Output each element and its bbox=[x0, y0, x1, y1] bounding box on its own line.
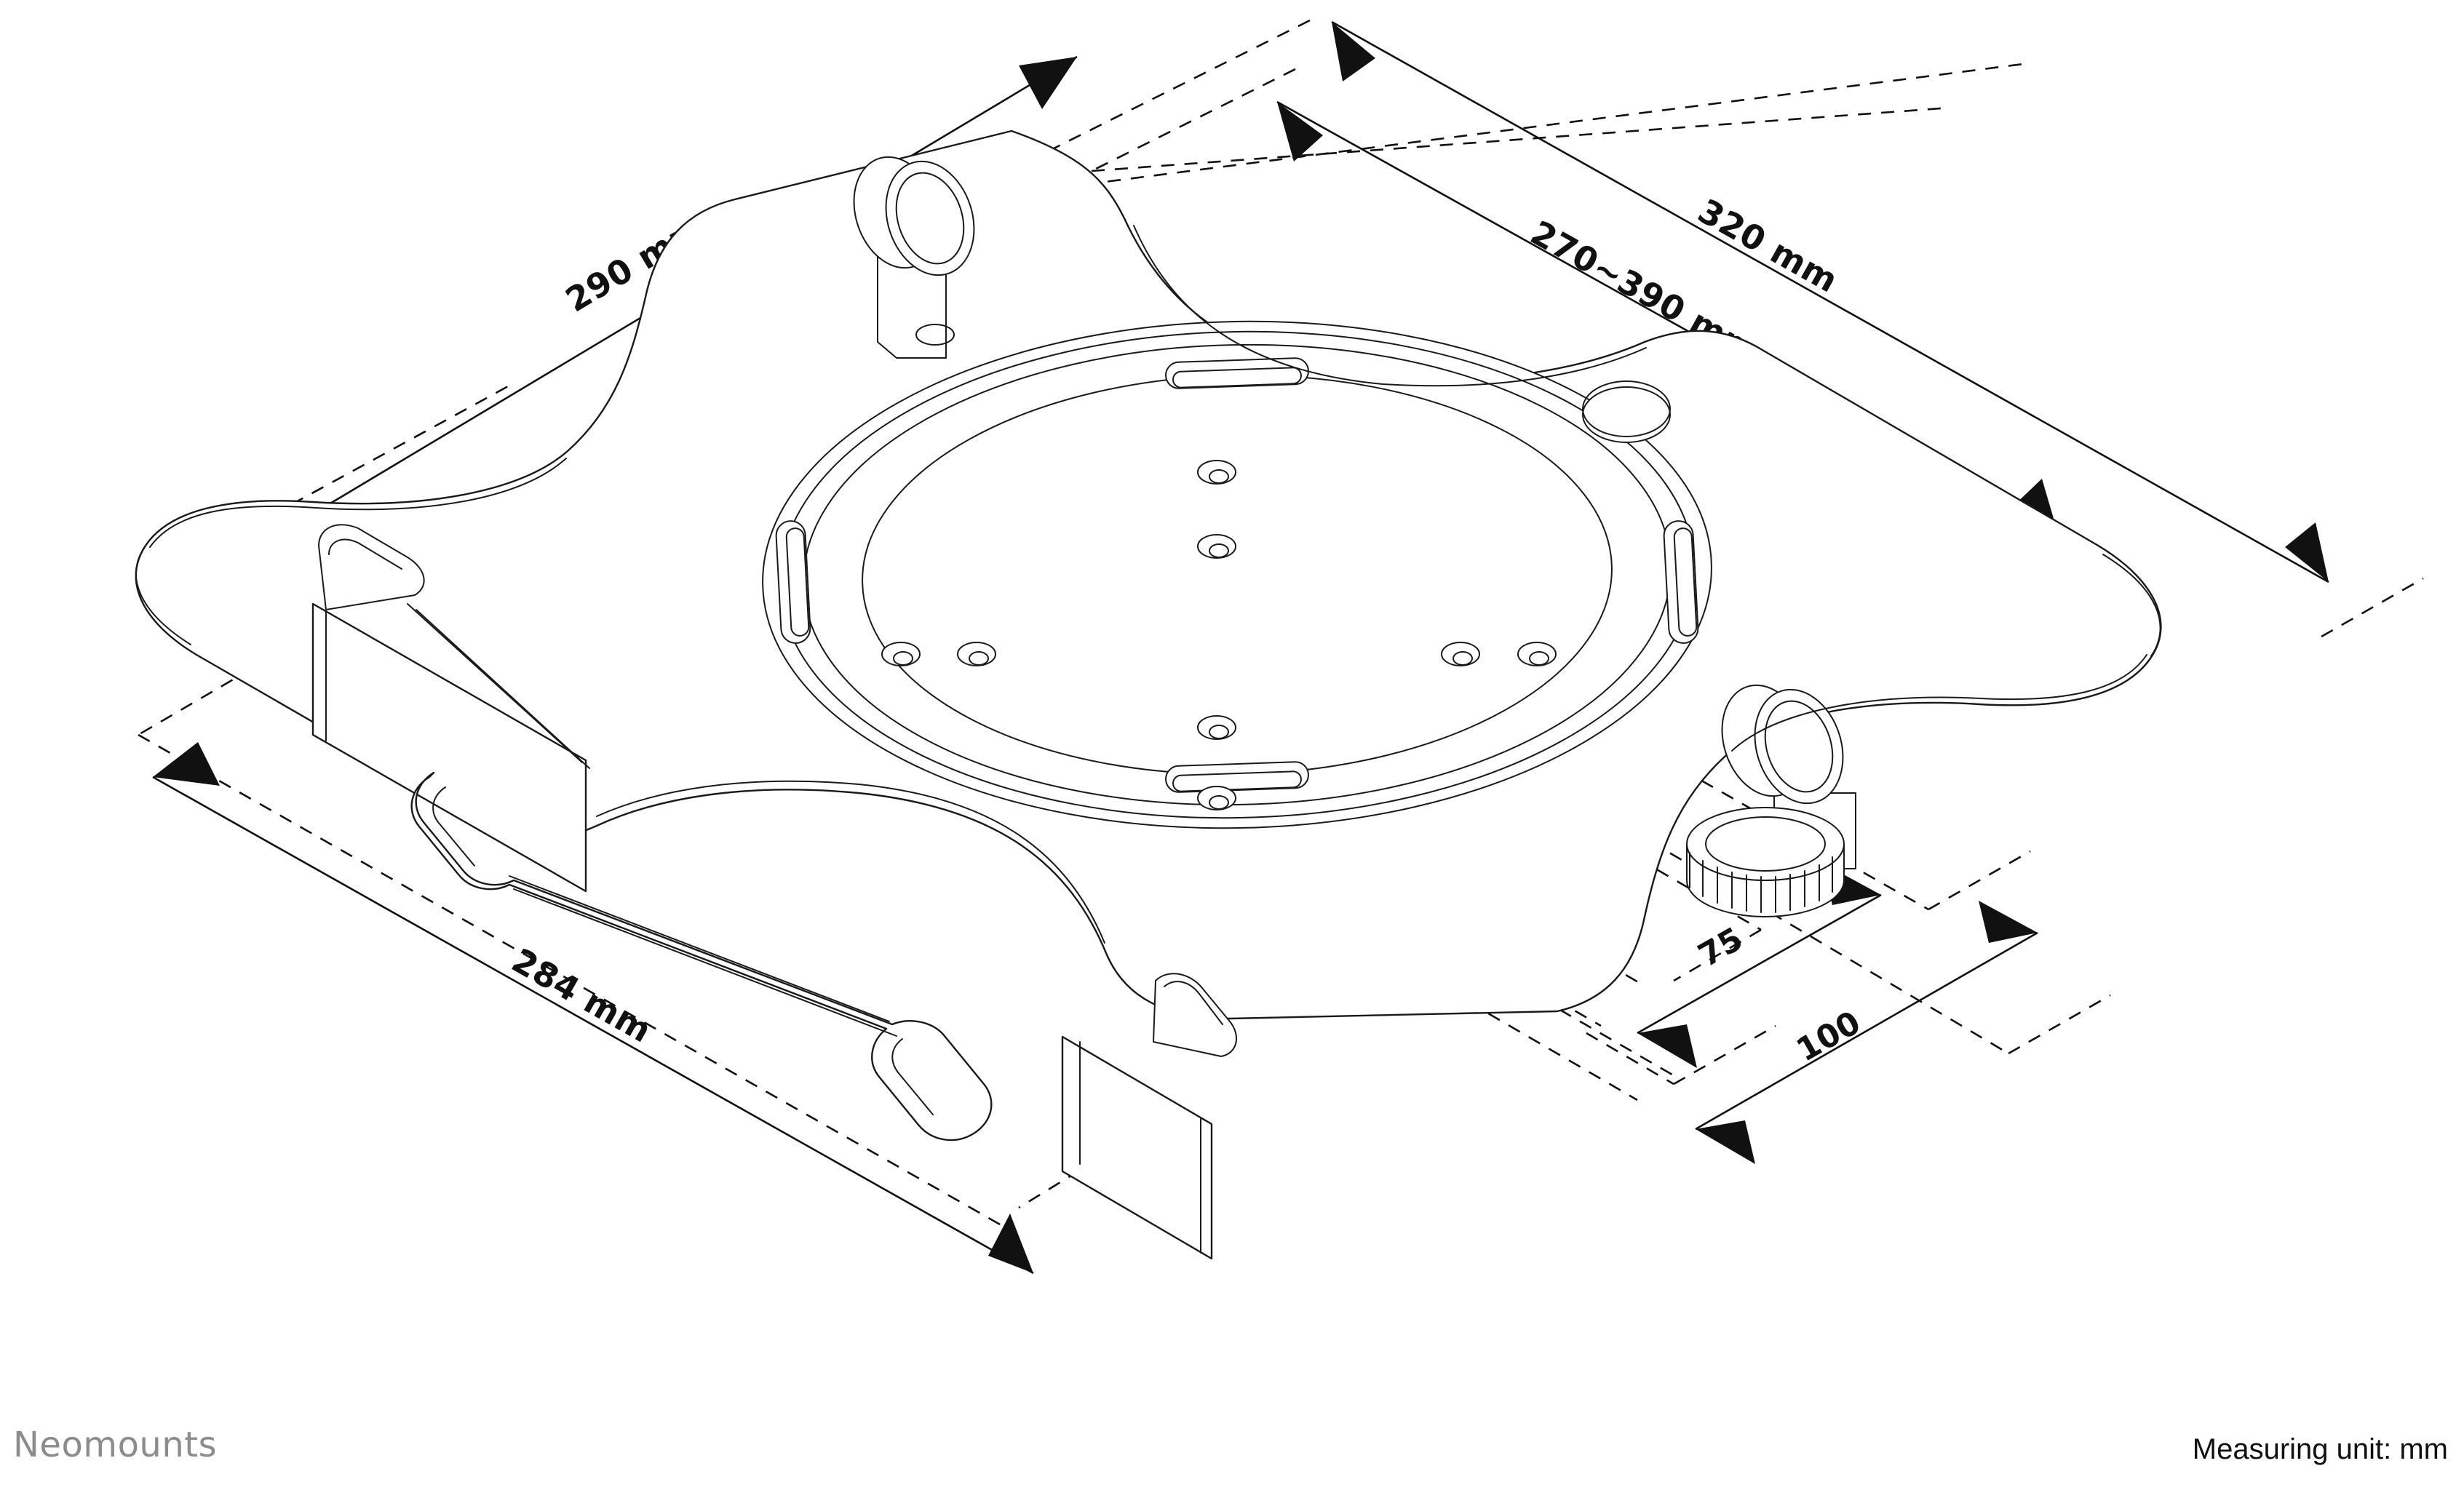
arrow-head bbox=[1696, 1120, 1755, 1164]
arrow-head bbox=[153, 742, 220, 786]
thumb-knob-top bbox=[1686, 807, 1845, 881]
rotating-disc-assembly bbox=[762, 320, 1712, 829]
lip-plate-left bbox=[311, 602, 587, 893]
vesa-hole bbox=[1197, 786, 1236, 810]
cable-slot-inner bbox=[1172, 367, 1302, 389]
support-bar bbox=[410, 771, 993, 1142]
screw-hole bbox=[915, 324, 955, 346]
lip-rubber-pad-left bbox=[318, 524, 425, 610]
tray-waist-right bbox=[1133, 225, 1647, 387]
front-lip-left bbox=[311, 524, 590, 893]
front-lip-right bbox=[1061, 973, 1237, 1260]
vesa-hole-pattern bbox=[881, 460, 1557, 810]
brand-logo: Neomounts bbox=[13, 1425, 218, 1465]
disc-slots bbox=[775, 357, 1699, 793]
support-bar-highlight bbox=[432, 786, 475, 866]
dimension-label-284: 284 mm bbox=[506, 941, 659, 1051]
arrow-head bbox=[2285, 522, 2329, 582]
vesa-hole bbox=[1441, 642, 1480, 666]
vesa-hole bbox=[1197, 460, 1236, 485]
measuring-unit-note: Measuring unit: mm bbox=[2192, 1433, 2448, 1465]
vesa-hole bbox=[1197, 715, 1236, 740]
dimension-label-100: 100 bbox=[1790, 1004, 1867, 1069]
vesa-hole bbox=[1517, 642, 1557, 666]
lip-rubber-pad-right bbox=[1153, 973, 1237, 1057]
cable-slot bbox=[1165, 761, 1309, 793]
tilt-disc-upper-left bbox=[853, 156, 975, 359]
support-bar-bottom-edge bbox=[513, 888, 897, 1037]
vesa-hole bbox=[957, 642, 996, 666]
laptop-tray-assembly bbox=[135, 130, 2162, 1260]
cable-slot-inner bbox=[1673, 527, 1698, 637]
tray-waist-left bbox=[596, 780, 1105, 944]
cable-slot bbox=[775, 520, 811, 644]
support-bar-top-edge bbox=[509, 875, 890, 1022]
tilt-disc-rim bbox=[895, 172, 965, 265]
support-bar-tube bbox=[410, 771, 993, 1142]
support-bar-highlight-2 bbox=[891, 1038, 934, 1115]
vesa-hole bbox=[1197, 534, 1236, 559]
thumb-knob-top-inner bbox=[1705, 816, 1826, 872]
arrow-head bbox=[988, 1214, 1033, 1273]
arrow-head bbox=[1637, 1024, 1697, 1068]
arrow-head bbox=[1019, 57, 1077, 109]
lip-rubber-pad-left-edge bbox=[328, 538, 402, 570]
vent-hole bbox=[1582, 381, 1671, 443]
lip-plate-right bbox=[1061, 1035, 1213, 1260]
lip-left-serration-2 bbox=[416, 609, 590, 769]
tray-waist-bottom-left bbox=[149, 458, 567, 548]
tray-waist-top-right bbox=[1731, 654, 2147, 752]
lip-rubber-pad-right-edge bbox=[1164, 981, 1223, 1025]
cable-slot-inner bbox=[785, 527, 810, 637]
arrow-head bbox=[1277, 102, 1323, 162]
knob-knurling bbox=[1689, 852, 1833, 913]
arrow-head bbox=[1979, 901, 2038, 943]
lip-left-serration bbox=[407, 603, 583, 763]
tray-edge-highlight-right bbox=[2102, 554, 2161, 657]
vesa-hole bbox=[881, 642, 921, 666]
dimension-label-320: 320 mm bbox=[1692, 191, 1845, 300]
cable-slot-inner bbox=[1172, 770, 1302, 792]
knob-assembly-right bbox=[1686, 684, 1856, 917]
cable-slot bbox=[1663, 520, 1699, 644]
dimension-label-75: 75 bbox=[1692, 920, 1749, 975]
arrow-head bbox=[1332, 22, 1375, 81]
tray-edge-highlight-left bbox=[135, 545, 191, 645]
dimension-100: 100 bbox=[1695, 901, 2038, 1164]
tilt-disc-rim bbox=[1764, 700, 1834, 793]
